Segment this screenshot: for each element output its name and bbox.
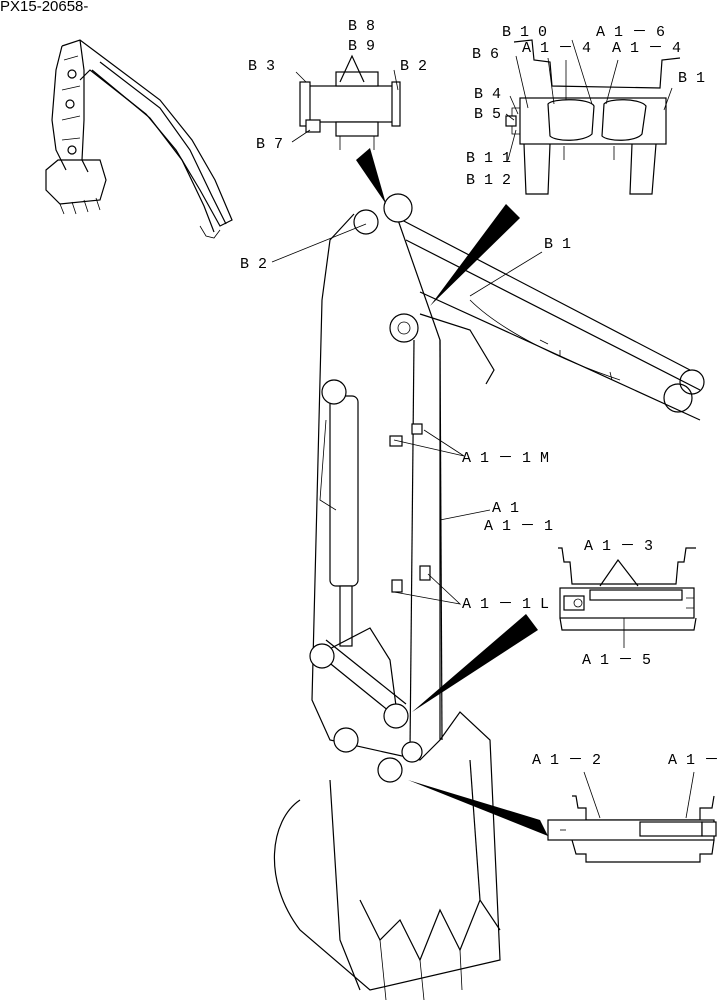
- callout-b1-right: B 1: [678, 70, 705, 87]
- pin-detail-bottom-right: A 1 － 2 A 1 －: [532, 752, 719, 863]
- callout-b10: B 1 0: [502, 24, 547, 41]
- callout-b6: B 6: [472, 46, 499, 63]
- callout-b2-top: B 2: [400, 58, 427, 75]
- pin-detail-mid-right: A 1 － 3 A 1 － 5: [558, 538, 697, 669]
- callout-a1-5: A 1 － 5: [582, 652, 651, 669]
- callout-a1-1: A 1 － 1: [484, 518, 553, 535]
- callout-b3: B 3: [248, 58, 275, 75]
- detail-pointer-wedges: [356, 148, 548, 836]
- callout-b4: B 4: [474, 86, 501, 103]
- callout-a1-6: A 1 － 6: [596, 24, 665, 41]
- callout-a1-1m: A 1 － 1 M: [462, 450, 549, 467]
- callout-b7: B 7: [256, 136, 283, 153]
- callout-a1-4-left: A 1 － 4: [522, 40, 591, 57]
- overview-thumbnail: [45, 39, 233, 239]
- pin-detail-top-center: B 8 B 9 B 3 B 2 B 7: [248, 18, 427, 153]
- callout-b5: B 5: [474, 106, 501, 123]
- callout-a1-3: A 1 － 3: [584, 538, 653, 555]
- callout-a1-cut: A 1 －: [668, 752, 719, 769]
- callout-b8: B 8: [348, 18, 375, 35]
- main-arm-assembly: [273, 193, 705, 1001]
- pin-detail-top-right: B 1 0 A 1 － 6 B 6 A 1 － 4 A 1 － 4 B 1 B …: [466, 24, 705, 195]
- main-leaders: [271, 223, 543, 605]
- callout-a1: A 1: [492, 500, 519, 517]
- callout-b2-main: B 2: [240, 256, 267, 273]
- callout-b11: B 1 1: [466, 150, 511, 167]
- callout-a1-4-right: A 1 － 4: [612, 40, 681, 57]
- callout-b12: B 1 2: [466, 172, 511, 189]
- callout-a1-1l: A 1 － 1 L: [462, 596, 549, 613]
- drawing-id: PX15-20658-: [0, 0, 89, 15]
- callout-b9: B 9: [348, 38, 375, 55]
- callout-a1-2: A 1 － 2: [532, 752, 601, 769]
- callout-b1-main: B 1: [544, 236, 571, 253]
